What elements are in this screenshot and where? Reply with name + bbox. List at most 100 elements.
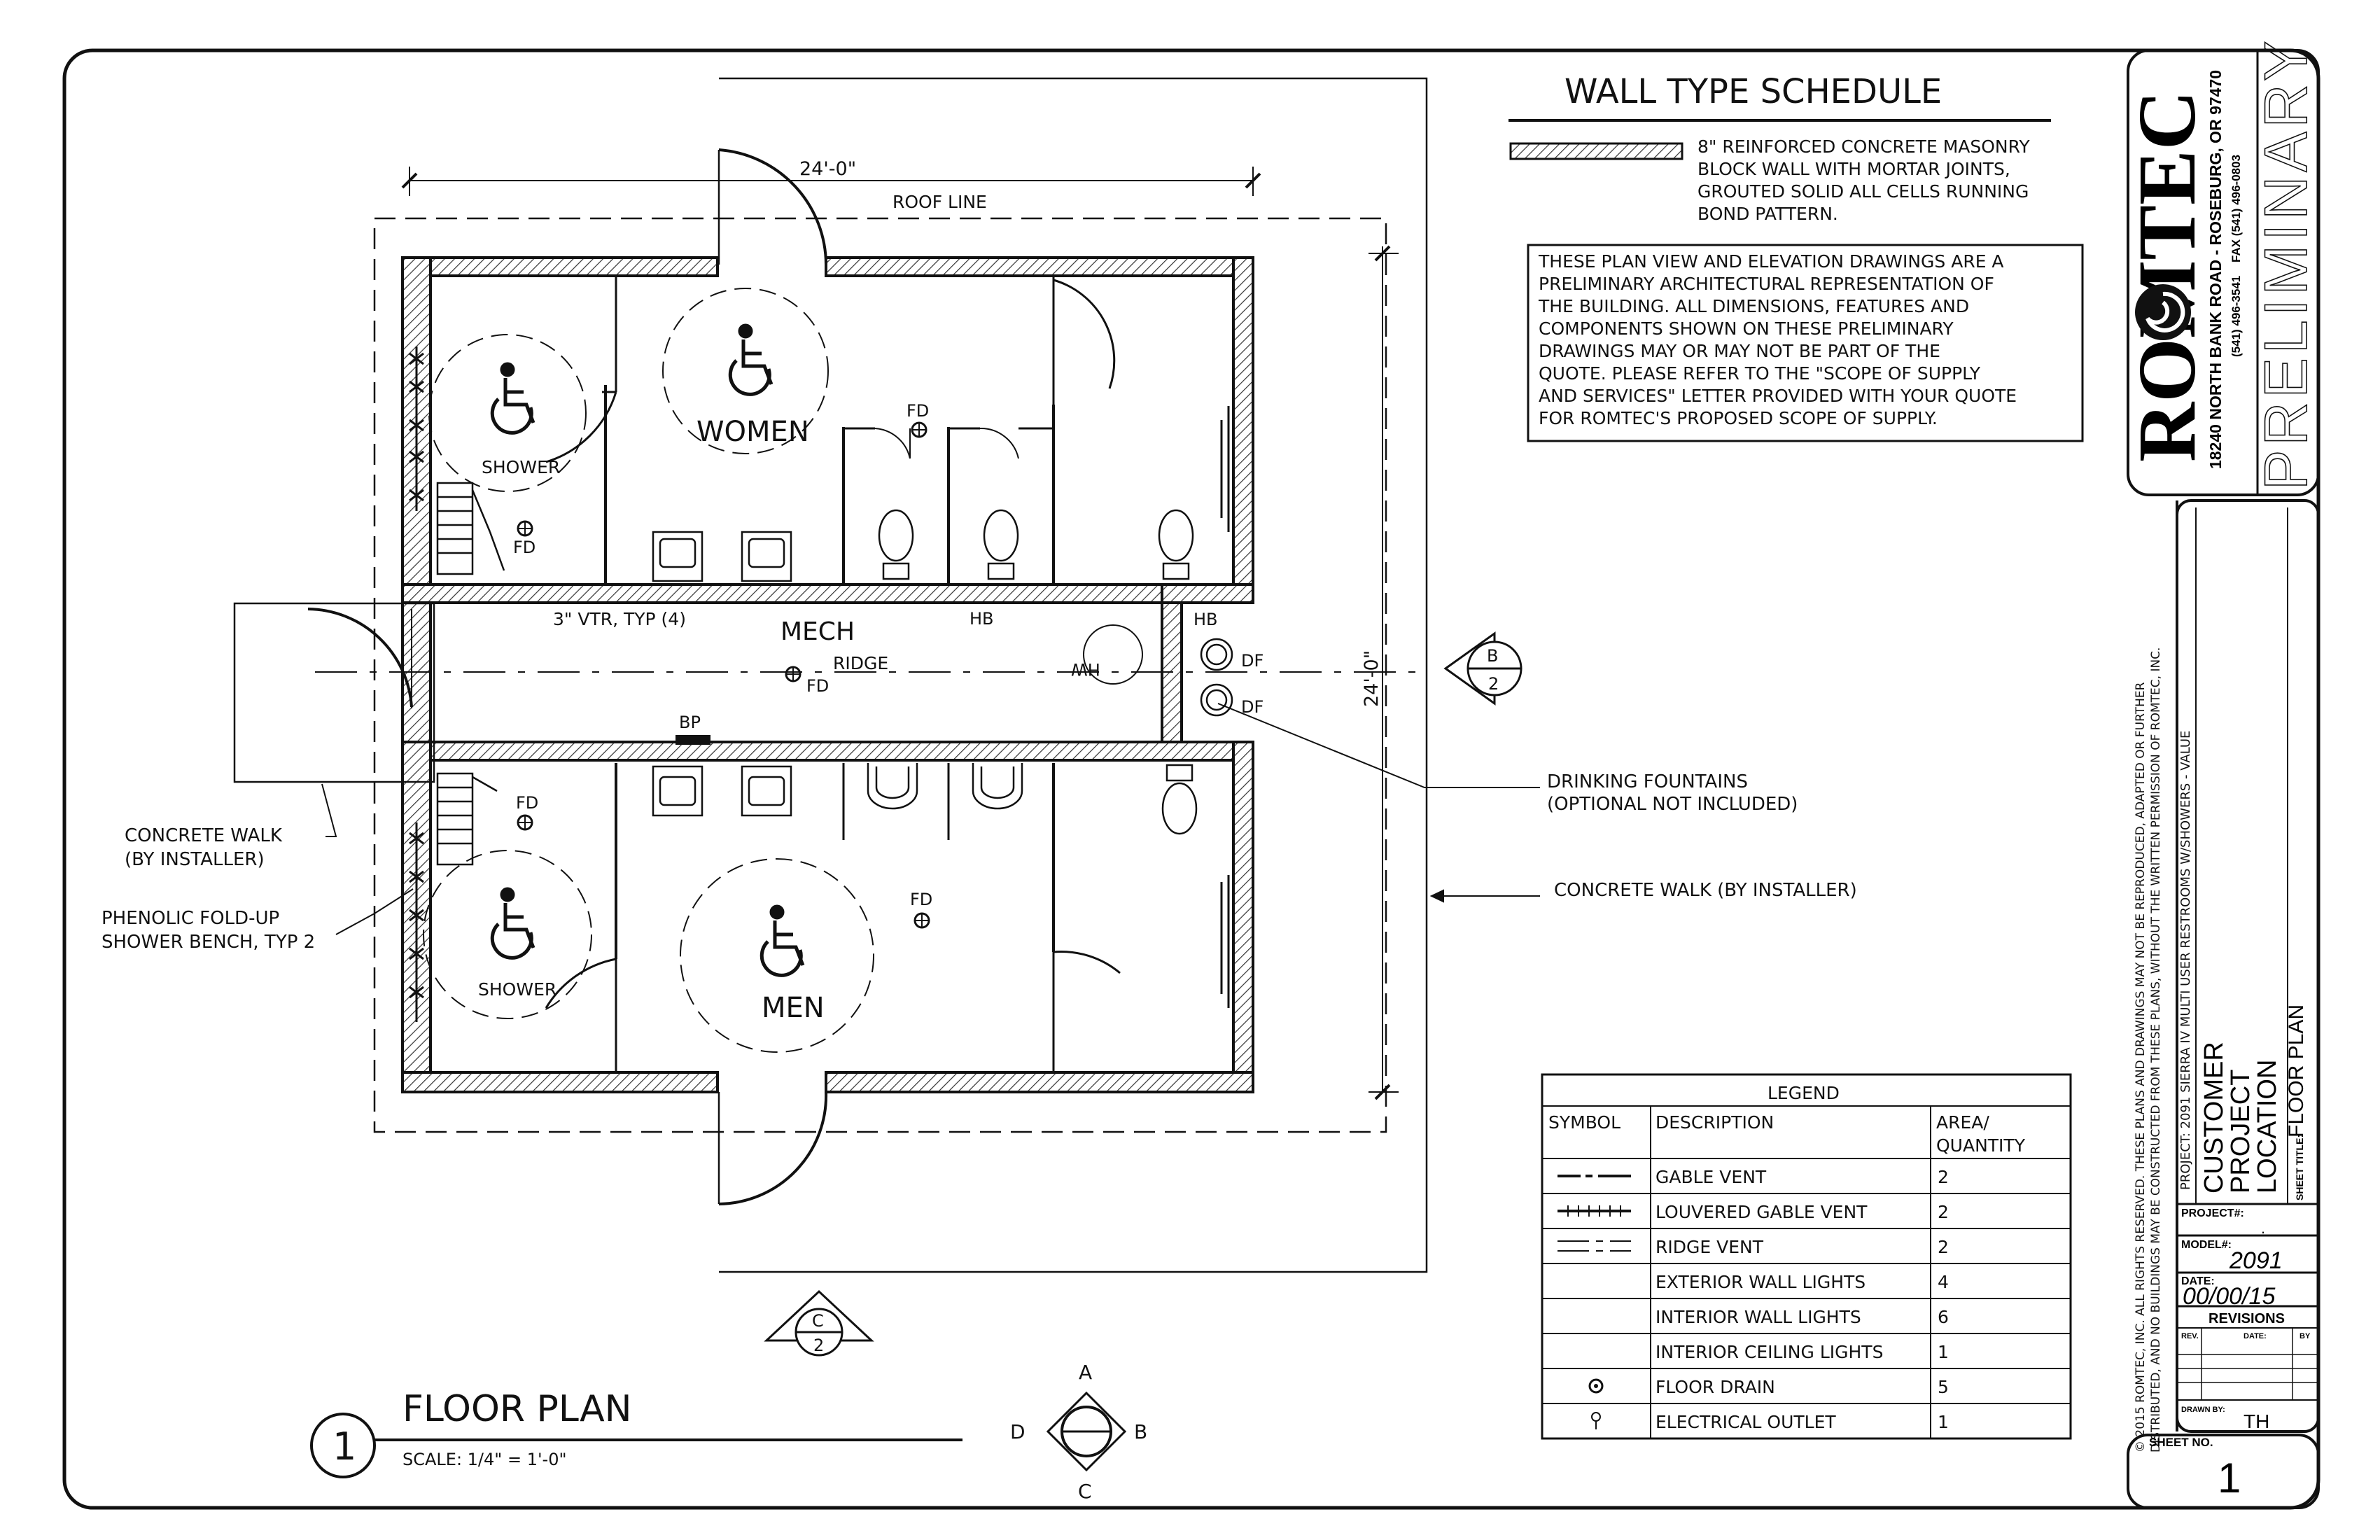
mech-label: MECH <box>780 617 855 646</box>
date-label: DATE: <box>2181 1275 2215 1287</box>
shower-bench-icon <box>436 482 505 866</box>
dimension-right: 24'-0" <box>1361 245 1399 1100</box>
dimension-top-label: 24'-0" <box>799 158 856 180</box>
svg-text:FD: FD <box>516 793 538 813</box>
bench-callout-1: PHENOLIC FOLD-UP <box>102 908 279 929</box>
legend-header-area: AREA/ <box>1936 1112 1989 1133</box>
project-no-value: . <box>2261 1219 2265 1237</box>
sheet-title-label: SHEET TITLE: <box>2294 1135 2305 1200</box>
svg-text:2: 2 <box>1488 674 1499 694</box>
drinking-fountain-icon <box>1200 638 1233 717</box>
svg-text:ROMTEC: ROMTEC <box>2121 90 2213 462</box>
accessible-icon <box>490 323 805 977</box>
wall-desc-4: BOND PATTERN. <box>1698 204 1838 224</box>
fountains-callout-2: (OPTIONAL NOT INCLUDED) <box>1547 794 1798 815</box>
df-label-2: DF <box>1241 697 1264 717</box>
hose-bib-label-mech: HB <box>969 609 994 629</box>
company-phone: (541) 496-3541 <box>2230 276 2243 357</box>
concrete-walk-callout-1: CONCRETE WALK <box>125 825 283 846</box>
legend-header-symbol: SYMBOL <box>1548 1112 1620 1133</box>
shower-label-men: SHOWER <box>478 979 556 1000</box>
svg-text:B: B <box>1487 646 1498 666</box>
svg-text:QUOTE. PLEASE REFER TO THE "SC: QUOTE. PLEASE REFER TO THE "SCOPE OF SUP… <box>1539 363 1981 384</box>
svg-text:1: 1 <box>1938 1412 1949 1432</box>
sink-icon <box>652 531 792 817</box>
svg-text:THESE PLAN VIEW AND ELEVATION: THESE PLAN VIEW AND ELEVATION DRAWINGS A… <box>1538 251 2004 272</box>
company-fax: FAX (541) 496-0803 <box>2230 155 2243 262</box>
copyright-line-1: © 2015 ROMTEC, INC. ALL RIGHTS RESERVED.… <box>2134 682 2148 1452</box>
location-field: LOCATION <box>2253 1060 2282 1194</box>
louvered-gable-vent-symbol <box>1558 1205 1631 1217</box>
model-value: 2091 <box>2229 1247 2283 1274</box>
men-partitions <box>545 763 1230 1072</box>
louvered-vent-marks <box>409 346 424 1022</box>
svg-text:INTERIOR CEILING LIGHTS: INTERIOR CEILING LIGHTS <box>1656 1342 1883 1362</box>
project-no-label: PROJECT#: <box>2181 1208 2244 1219</box>
wall-type-schedule: WALL TYPE SCHEDULE 8" REINFORCED CONCRET… <box>1508 72 2051 224</box>
water-heater-icon: WH <box>1071 624 1143 685</box>
svg-text:REV.: REV. <box>2181 1332 2199 1340</box>
dimension-right-label: 24'-0" <box>1361 650 1382 707</box>
floor-plan: ROOF LINE <box>102 77 1857 1503</box>
svg-text:WH: WH <box>1071 659 1100 679</box>
toilet-icon <box>878 509 1198 835</box>
women-label: WOMEN <box>696 416 809 448</box>
wall-desc-3: GROUTED SOLID ALL CELLS RUNNING <box>1698 181 2029 202</box>
svg-text:INTERIOR WALL LIGHTS: INTERIOR WALL LIGHTS <box>1656 1307 1861 1327</box>
svg-text:BY: BY <box>2300 1332 2311 1340</box>
svg-text:COMPONENTS SHOWN ON THESE PREL: COMPONENTS SHOWN ON THESE PRELIMINARY <box>1539 318 1954 339</box>
women-partitions <box>545 277 1230 584</box>
concrete-walk-outline <box>719 77 1428 1273</box>
dimension-top: 24'-0" <box>401 157 1261 196</box>
mech-door[interactable] <box>233 602 435 783</box>
svg-text:2: 2 <box>1938 1202 1949 1222</box>
svg-text:FOR ROMTEC'S PROPOSED SCOPE OF: FOR ROMTEC'S PROPOSED SCOPE OF SUPPLY. <box>1539 408 1938 428</box>
turning-circles <box>423 288 874 1053</box>
plan-number: 1 <box>332 1424 356 1469</box>
svg-text:B: B <box>1134 1420 1147 1443</box>
wall-desc-2: BLOCK WALL WITH MORTAR JOINTS, <box>1698 159 2010 179</box>
svg-text:EXTERIOR WALL LIGHTS: EXTERIOR WALL LIGHTS <box>1656 1272 1865 1292</box>
floor-drain-symbol <box>1588 1378 1604 1394</box>
section-marker-c: C 2 <box>764 1289 874 1357</box>
copyright-line-2: DISTRIBUTED, AND NO BUILDINGS MAY BE CON… <box>2149 648 2163 1452</box>
title-block: ROMTEC 18240 NORTH BANK ROAD - ROSEBURG,… <box>2121 36 2320 1509</box>
bench-callout-2: SHOWER BENCH, TYP 2 <box>102 932 315 953</box>
hose-bib-label: HB <box>1194 610 1218 629</box>
women-entry-door[interactable] <box>718 148 827 265</box>
sheet-title-value: FLOOR PLAN <box>2285 1004 2308 1138</box>
project-field: PROJECT <box>2226 1070 2255 1194</box>
disclaimer-box: THESE PLAN VIEW AND ELEVATION DRAWINGS A… <box>1527 244 2084 442</box>
fountains-callout-1: DRINKING FOUNTAINS <box>1547 771 1748 792</box>
svg-text:4: 4 <box>1938 1272 1949 1292</box>
svg-text:ELECTRICAL OUTLET: ELECTRICAL OUTLET <box>1656 1412 1836 1432</box>
plan-scale: SCALE: 1/4" = 1'-0" <box>402 1450 567 1469</box>
compass-icon: A B C D <box>1010 1361 1147 1503</box>
svg-text:THE BUILDING. ALL DIMENSIONS,: THE BUILDING. ALL DIMENSIONS, FEATURES A… <box>1538 296 1969 316</box>
legend-header-qty: QUANTITY <box>1936 1135 2026 1156</box>
svg-text:FD: FD <box>513 538 536 557</box>
project-line: PROJECT: 2091 SIERRA IV MULTI USER RESTR… <box>2178 731 2193 1190</box>
svg-text:FD: FD <box>906 401 929 421</box>
section-marker-b: B 2 <box>1443 631 1522 706</box>
romtec-logo: ROMTEC <box>2121 90 2213 462</box>
concrete-walk-callout-2: (BY INSTALLER) <box>125 849 265 870</box>
svg-text:FD: FD <box>910 890 932 909</box>
svg-text:C: C <box>812 1311 824 1331</box>
model-label: MODEL#: <box>2181 1239 2232 1251</box>
svg-text:AND SERVICES" LETTER PROVIDED: AND SERVICES" LETTER PROVIDED WITH YOUR … <box>1539 386 2017 406</box>
urinal-icon <box>867 763 1023 810</box>
ridge-vent-symbol <box>1558 1240 1631 1252</box>
plan-title: 1 FLOOR PLAN SCALE: 1/4" = 1'-0" <box>310 1388 962 1478</box>
sheet-no-label: SHEET NO. <box>2149 1436 2213 1449</box>
svg-text:A: A <box>1079 1361 1092 1384</box>
svg-text:6: 6 <box>1938 1307 1949 1327</box>
customer-field: CUSTOMER <box>2199 1042 2229 1194</box>
sheet-no-value: 1 <box>2218 1455 2241 1502</box>
floor-drain-icon: FD FD FD FD FD <box>513 401 932 929</box>
men-entry-door[interactable] <box>718 1091 828 1205</box>
svg-text:FLOOR DRAIN: FLOOR DRAIN <box>1656 1377 1775 1397</box>
svg-text:LOUVERED GABLE VENT: LOUVERED GABLE VENT <box>1656 1202 1868 1222</box>
drawn-by-value: TH <box>2244 1410 2269 1432</box>
plan-title-text: FLOOR PLAN <box>402 1388 632 1430</box>
